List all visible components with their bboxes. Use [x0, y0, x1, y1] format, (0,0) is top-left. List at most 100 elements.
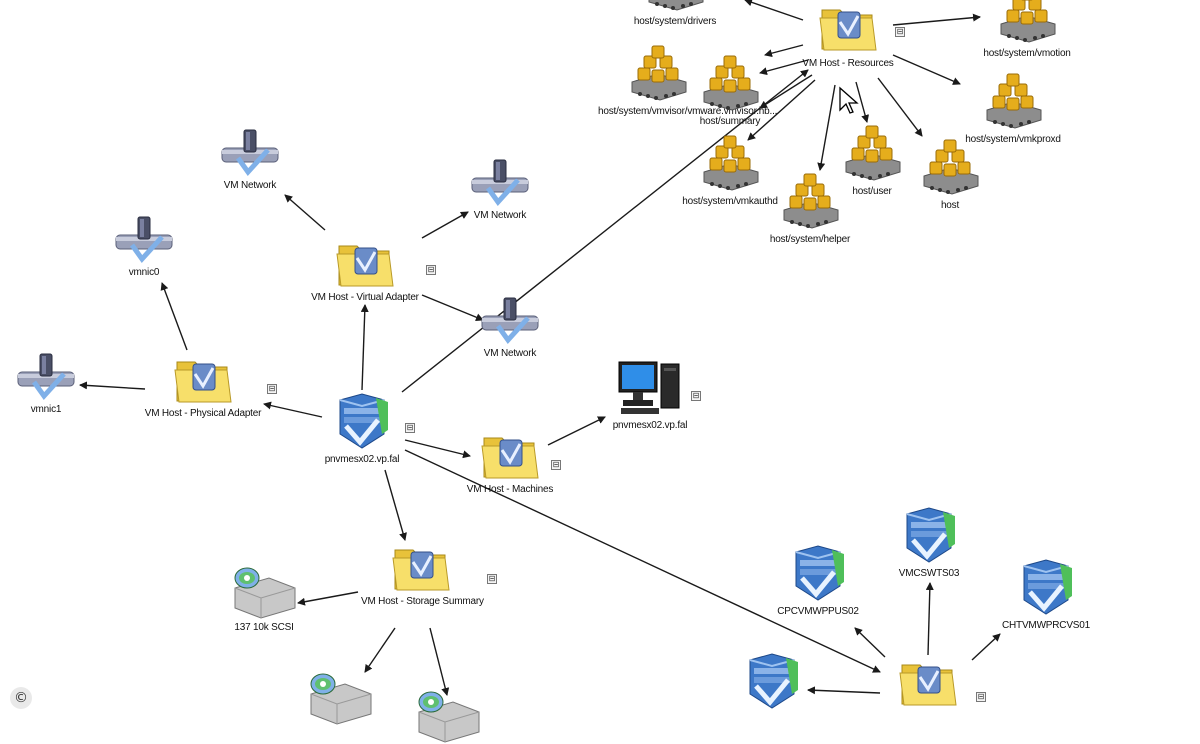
resource-node-summary[interactable]: host/summary — [670, 54, 790, 127]
resource-node-right[interactable]: host/system/vmkproxd — [953, 72, 1073, 145]
network-adapter-icon — [450, 296, 570, 346]
copyright-icon: © — [10, 687, 32, 709]
edge-host-to-resources — [401, 69, 809, 393]
server-icon — [986, 556, 1106, 618]
vm-network-node-right[interactable]: VM Network — [440, 158, 560, 221]
vm-network-label: VM Network — [483, 348, 537, 359]
disk-drive-icon — [280, 672, 400, 726]
resource-node-user[interactable]: host/user — [812, 124, 932, 197]
edge-srv-to-left — [854, 627, 886, 658]
server-icon — [302, 390, 422, 452]
collapse-toggle[interactable]: ⊟ — [267, 384, 277, 394]
edge-storage-to-disk-3 — [429, 627, 450, 696]
collapse-toggle[interactable]: ⊟ — [691, 391, 701, 401]
folder-icon — [361, 540, 481, 594]
server-node-bottom-left[interactable] — [712, 650, 832, 712]
resource-pool-icon — [598, 44, 718, 104]
edge-res-to-user — [855, 81, 870, 123]
resources-label: VM Host - Resources — [802, 58, 894, 69]
folder-icon — [868, 655, 988, 709]
edge-host-to-virtual-adapter — [360, 304, 369, 391]
physical-adapter-label: VM Host - Physical Adapter — [144, 408, 262, 419]
collapse-toggle[interactable]: ⊟ — [895, 27, 905, 37]
server-node-left[interactable]: CPCVMWPPUS02 — [758, 542, 878, 617]
vm-network-node-mid[interactable]: VM Network — [450, 296, 570, 359]
edge-virtual-to-network-left — [284, 194, 326, 231]
disk-node-3[interactable] — [388, 690, 508, 744]
vmnic0-node[interactable]: vmnic0 — [84, 215, 204, 278]
server-label: CPCVMWPPUS02 — [777, 606, 859, 617]
collapse-toggle[interactable]: ⊟ — [487, 574, 497, 584]
server-icon — [712, 650, 832, 712]
folder-icon — [450, 428, 570, 482]
disk-node[interactable]: 137 10k SCSI — [204, 566, 324, 633]
network-adapter-icon — [440, 158, 560, 208]
servers-folder-node[interactable] — [868, 655, 988, 709]
resource-node-left[interactable]: host/system/vmvisor/vmware.vmvisor.hb... — [598, 44, 778, 117]
resources-node[interactable]: VM Host - Resources — [788, 0, 908, 69]
disk-node-2[interactable] — [280, 672, 400, 726]
edge-srv-to-bottom-left — [807, 686, 881, 695]
resource-label: host/system/helper — [769, 234, 851, 245]
resource-label: host — [940, 200, 960, 211]
edge-res-to-left-1 — [764, 44, 804, 58]
disk-drive-icon — [388, 690, 508, 744]
edge-res-to-vmkauthd — [747, 79, 816, 141]
storage-summary-node[interactable]: VM Host - Storage Summary — [361, 540, 484, 607]
folder-icon — [788, 0, 908, 54]
resource-node-helper[interactable]: host/system/helper — [750, 172, 870, 245]
edge-res-to-host — [877, 77, 923, 137]
vmnic0-label: vmnic0 — [128, 267, 160, 278]
edge-host-to-machines — [404, 439, 471, 459]
edge-virtual-to-network-right — [421, 211, 469, 239]
edge-res-to-left-2 — [759, 59, 809, 76]
resource-label: host/system/vmotion — [983, 48, 1071, 59]
vm-network-node-left[interactable]: VM Network — [190, 128, 310, 191]
edge-res-to-top — [744, 0, 804, 21]
edge-machines-to-pc — [547, 416, 606, 446]
resource-label: host/system/vmkproxd — [965, 134, 1061, 145]
resource-node-upper-right[interactable]: host/system/vmotion — [967, 0, 1087, 59]
disk-label: 137 10k SCSI — [234, 622, 294, 633]
edge-res-to-helper — [817, 84, 836, 171]
virtual-adapter-node[interactable]: VM Host - Virtual Adapter — [305, 236, 425, 303]
server-label: CHTVMWPRCVS01 — [1002, 620, 1090, 631]
vm-machines-label: VM Host - Machines — [466, 484, 554, 495]
resource-pool-icon — [670, 134, 790, 194]
edge-host-to-physical-adapter — [263, 401, 323, 418]
physical-adapter-node[interactable]: VM Host - Physical Adapter — [143, 352, 263, 419]
collapse-toggle[interactable]: ⊟ — [976, 692, 986, 702]
resource-pool-icon — [953, 72, 1073, 132]
folder-icon — [305, 236, 425, 290]
edge-srv-to-right — [971, 633, 1001, 661]
edge-storage-to-disk-2 — [364, 627, 396, 673]
resource-pool-icon — [615, 0, 735, 14]
vmnic1-node[interactable]: vmnic1 — [0, 352, 106, 415]
collapse-toggle[interactable]: ⊟ — [405, 423, 415, 433]
edges — [79, 0, 1001, 696]
resource-label: host/system/vmvisor/vmware.vmvisor.hb... — [598, 106, 778, 117]
resource-label: host/summary — [699, 116, 761, 127]
edge-host-to-storage — [384, 469, 407, 541]
vm-machines-node[interactable]: VM Host - Machines — [450, 428, 570, 495]
server-node-right[interactable]: CHTVMWPRCVS01 — [986, 556, 1106, 631]
resource-label: host/user — [852, 186, 892, 197]
network-adapter-icon — [0, 352, 106, 402]
edge-physical-to-vmnic0 — [160, 282, 188, 351]
collapse-toggle[interactable]: ⊟ — [426, 265, 436, 275]
pc-node[interactable]: pnvmesx02.vp.fal — [590, 358, 710, 431]
server-icon — [869, 504, 989, 566]
resource-node-host[interactable]: host — [890, 138, 1010, 211]
resource-node-vmkauthd[interactable]: host/system/vmkauthd — [670, 134, 790, 207]
host-node[interactable]: pnvmesx02.vp.fal — [302, 390, 422, 465]
server-label: VMCSWTS03 — [898, 568, 960, 579]
edge-res-to-right — [892, 54, 961, 85]
collapse-toggle[interactable]: ⊟ — [551, 460, 561, 470]
edge-virtual-to-network-mid — [421, 294, 484, 322]
resource-label: host/system/vmkauthd — [682, 196, 778, 207]
server-node-mid[interactable]: VMCSWTS03 — [869, 504, 989, 579]
resource-node-top[interactable]: host/system/drivers — [615, 0, 735, 27]
resource-pool-icon — [890, 138, 1010, 198]
resource-pool-icon — [967, 0, 1087, 46]
server-icon — [758, 542, 878, 604]
